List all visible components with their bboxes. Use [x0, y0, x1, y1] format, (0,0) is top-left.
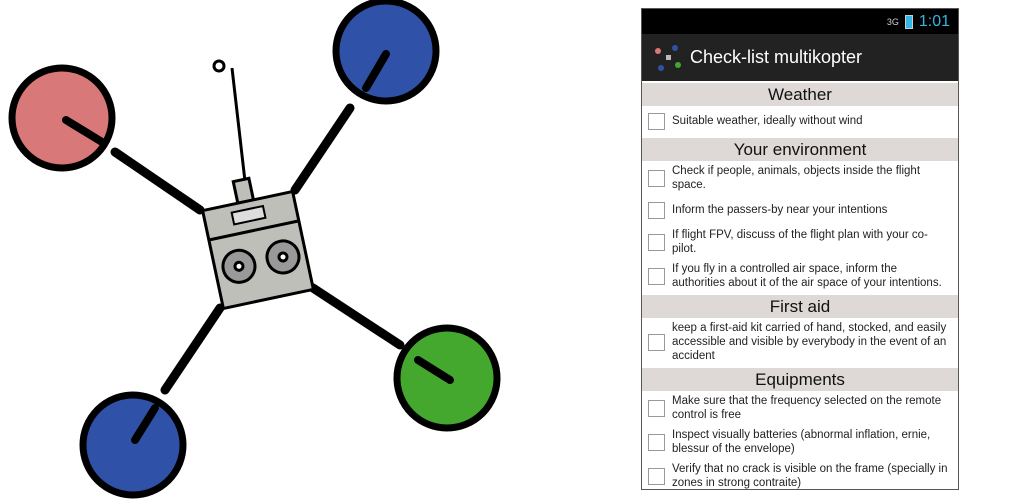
rotor-blue-bottom	[79, 391, 187, 499]
checkbox[interactable]	[648, 201, 665, 219]
checklist-item[interactable]: Inform the passers-by near your intentio…	[642, 195, 958, 225]
checklist-item[interactable]: Check if people, animals, objects inside…	[642, 161, 958, 195]
arm-bottom-left	[160, 303, 225, 395]
section-header: First aid	[642, 295, 958, 318]
item-label: Make sure that the frequency selected on…	[672, 395, 942, 421]
status-bar: 3G 1:01	[642, 9, 958, 34]
checkbox[interactable]	[648, 169, 665, 187]
checkbox[interactable]	[648, 233, 665, 251]
app-icon	[655, 44, 681, 71]
network-indicator: 3G	[886, 16, 899, 27]
item-label: Verify that no crack is visible on the f…	[672, 463, 948, 489]
checkbox[interactable]	[648, 333, 665, 351]
multicopter-illustration	[8, 0, 501, 499]
checkbox[interactable]	[648, 399, 665, 417]
checklist-item[interactable]: Verify that no crack is visible on the f…	[642, 459, 958, 489]
arm-top-left	[110, 147, 205, 215]
item-label: If you fly in a controlled air space, in…	[672, 263, 942, 289]
section-header: Equipments	[642, 368, 958, 391]
checkbox[interactable]	[648, 467, 665, 485]
item-label: Check if people, animals, objects inside…	[672, 165, 921, 191]
item-label: If flight FPV, discuss of the flight pla…	[672, 229, 928, 255]
item-label: keep a first-aid kit carried of hand, st…	[672, 322, 947, 362]
app-title: Check-list multikopter	[690, 47, 863, 67]
checklist-item[interactable]: If you fly in a controlled air space, in…	[642, 259, 958, 293]
checklist-item[interactable]: If flight FPV, discuss of the flight pla…	[642, 225, 958, 259]
action-bar: Check-list multikopter	[642, 34, 958, 81]
clock: 1:01	[918, 12, 950, 30]
item-label: Inform the passers-by near your intentio…	[672, 204, 888, 216]
checklist-item[interactable]: Make sure that the frequency selected on…	[642, 391, 958, 425]
checklist-item[interactable]: keep a first-aid kit carried of hand, st…	[642, 318, 958, 366]
item-label: Inspect visually batteries (abnormal inf…	[672, 429, 931, 455]
remote-control	[200, 59, 316, 311]
checklist-item[interactable]: Inspect visually batteries (abnormal inf…	[642, 425, 958, 459]
rotor-pink	[8, 64, 116, 172]
checkbox[interactable]	[648, 267, 665, 285]
checkbox[interactable]	[648, 112, 665, 130]
checkbox[interactable]	[648, 433, 665, 451]
checklist-item[interactable]: Suitable weather, ideally without wind	[642, 106, 958, 136]
rotor-blue-top	[332, 0, 440, 105]
battery-icon	[904, 14, 913, 29]
arm-top-right	[290, 103, 355, 195]
section-header: Your environment	[642, 138, 958, 161]
section-header: Weather	[642, 83, 958, 106]
arm-bottom-right	[308, 283, 405, 350]
rotor-green	[393, 324, 501, 432]
item-label: Suitable weather, ideally without wind	[672, 115, 863, 127]
